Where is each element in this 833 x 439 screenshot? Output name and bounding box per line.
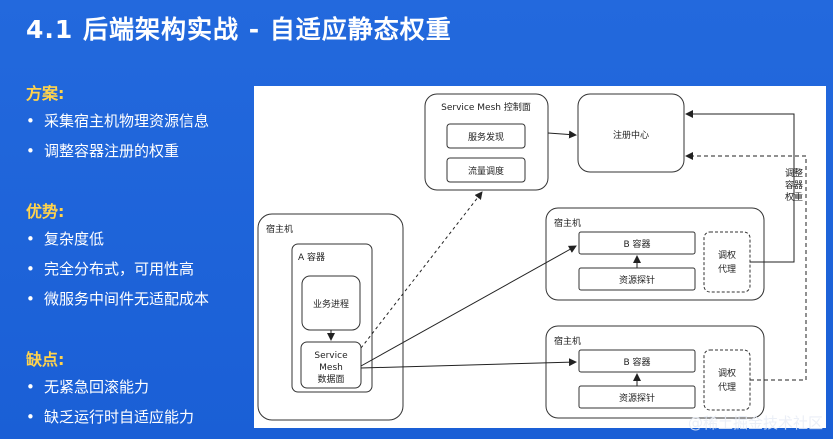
- host-b1-container-box: [578, 231, 696, 255]
- plan-item: •调整容器注册的权重: [26, 142, 180, 160]
- section-cons-heading: 缺点:: [26, 350, 65, 369]
- traffic-scheduling-label: 流量调度: [468, 165, 504, 177]
- pros-item: •微服务中间件无适配成本: [26, 290, 210, 308]
- host-b1-container-label: B 容器: [623, 238, 650, 250]
- arrow-b1-agent-to-registry: [685, 110, 795, 263]
- registry-box: [577, 93, 685, 173]
- plan-item: •采集宿主机物理资源信息: [26, 112, 210, 130]
- host-b1-agent-box: [703, 231, 751, 293]
- host-b2-agent-box: [703, 349, 751, 411]
- arrow-controlplane-to-registry: [547, 130, 577, 139]
- registry-label: 注册中心: [613, 129, 649, 141]
- host-b2-title: 宿主机: [554, 335, 581, 347]
- container-a-label: A 容器: [298, 251, 325, 263]
- business-process-label: 业务进程: [313, 298, 349, 310]
- host-b2-probe-label: 资源探针: [619, 392, 655, 404]
- arrow-b2-agent-to-registry: [685, 152, 807, 381]
- architecture-diagram: Service Mesh 控制面 服务发现 流量调度 注册中心 宿主机 A 容器…: [254, 86, 826, 428]
- host-b1-agent-label-1: 调权: [718, 249, 736, 261]
- data-plane-label-3: 数据面: [317, 373, 344, 385]
- control-plane-title: Service Mesh 控制面: [441, 101, 531, 113]
- section-pros-heading: 优势:: [26, 202, 65, 221]
- arrow-dataplane-to-b1: [360, 245, 577, 367]
- pros-item: •完全分布式，可用性高: [26, 260, 195, 278]
- traffic-scheduling-box: [446, 157, 526, 183]
- host-b2-container-box: [578, 349, 696, 373]
- service-discovery-label: 服务发现: [468, 131, 504, 143]
- host-b1-title: 宿主机: [554, 217, 581, 229]
- host-left-title: 宿主机: [266, 223, 293, 235]
- host-b1-probe-label: 资源探针: [619, 274, 655, 286]
- section-plan-heading: 方案:: [26, 84, 65, 103]
- host-b1-agent-label-2: 代理: [718, 264, 736, 275]
- cons-item: •无紧急回滚能力: [26, 378, 150, 396]
- host-b2-agent-label-2: 代理: [718, 382, 736, 393]
- host-b2-agent-label-1: 调权: [718, 367, 736, 379]
- data-plane-box: [300, 341, 362, 389]
- pros-item: •复杂度低: [26, 230, 105, 248]
- arrow-dataplane-to-controlplane: [360, 191, 483, 349]
- arrow-dataplane-to-b2: [360, 358, 577, 369]
- cons-item: •缺乏运行时自适应能力: [26, 408, 195, 426]
- data-plane-label-1: Service: [314, 351, 348, 361]
- host-b2-container-label: B 容器: [623, 356, 650, 368]
- watermark: @稀土掘金技术社区: [687, 414, 823, 432]
- service-discovery-box: [446, 123, 526, 149]
- page-title: 4.1 后端架构实战 - 自适应静态权重: [26, 15, 452, 44]
- data-plane-label-2: Mesh: [319, 363, 343, 373]
